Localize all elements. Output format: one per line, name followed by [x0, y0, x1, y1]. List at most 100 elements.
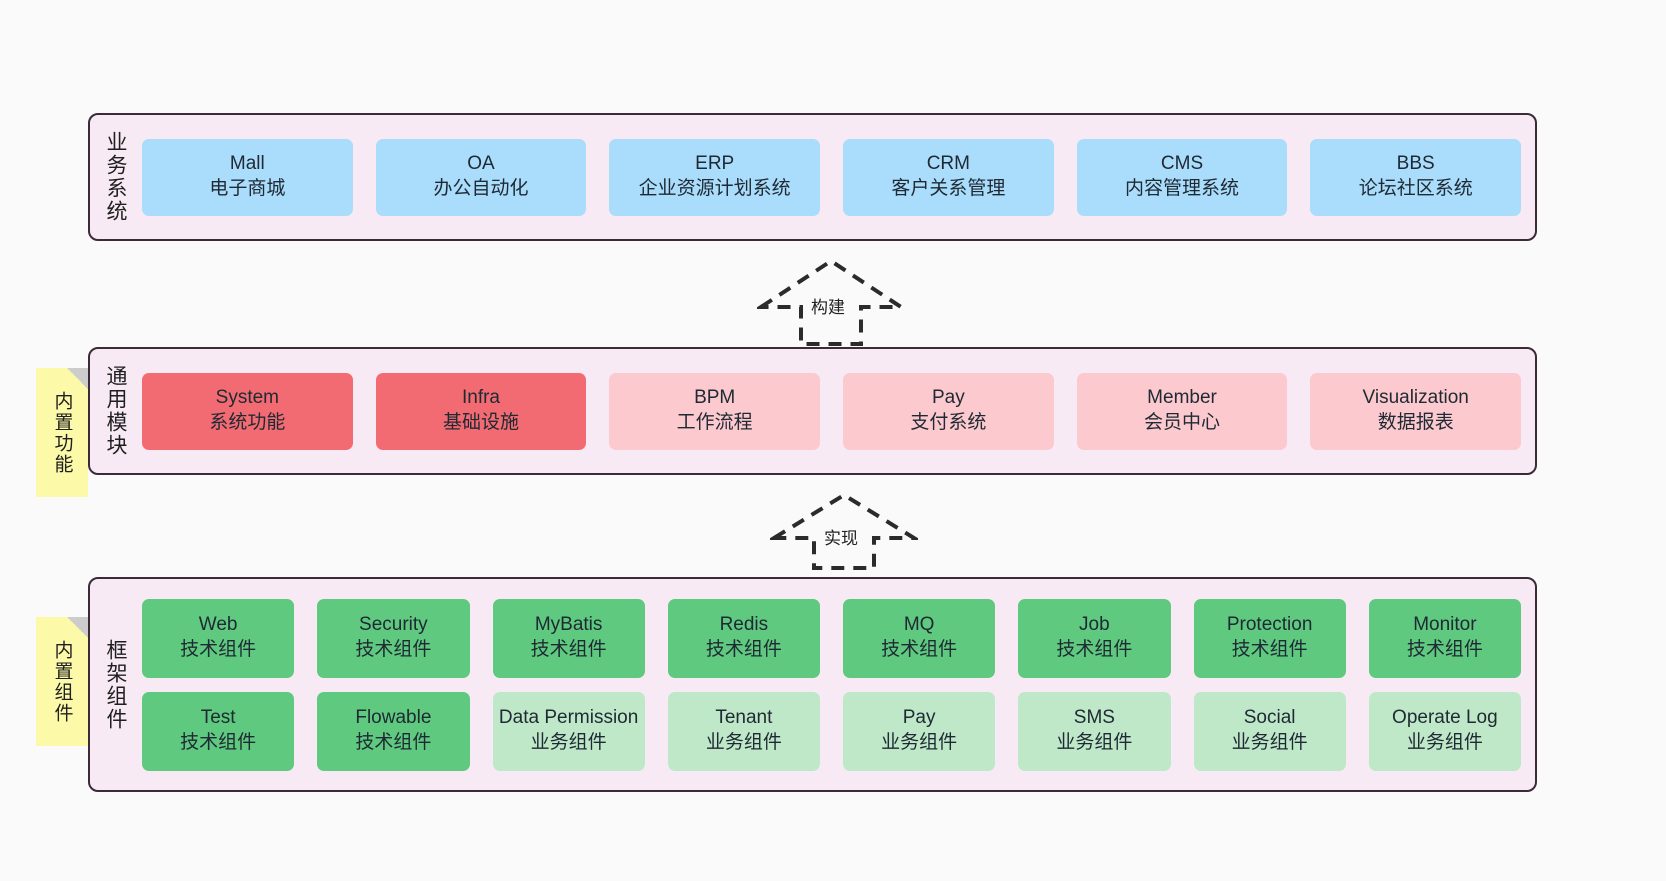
card-title: Visualization: [1362, 387, 1469, 409]
sticky-note-builtin-features: 内置功能: [36, 368, 88, 497]
card-title: MyBatis: [534, 614, 603, 636]
card-cms[interactable]: CMS 内容管理系统: [1076, 138, 1288, 216]
card-subtitle: 技术组件: [1406, 639, 1483, 660]
card-title: SMS: [1073, 707, 1115, 729]
card-protection[interactable]: Protection 技术组件: [1193, 598, 1346, 678]
layer-title-business-systems: 业务系统: [104, 131, 127, 223]
card-social[interactable]: Social 业务组件: [1193, 691, 1346, 771]
card-title: BPM: [694, 387, 736, 409]
card-title: Test: [200, 707, 236, 729]
layer-title-framework-components: 框架组件: [104, 638, 127, 731]
connector-build: 构建: [754, 255, 908, 348]
layer-title-common-modules: 通用模块: [104, 365, 127, 457]
card-title: Data Permission: [498, 707, 639, 729]
dashed-hollow-arrow-up-icon: [766, 492, 922, 570]
sticky-note-label: 内置功能: [51, 390, 73, 475]
card-system[interactable]: System 系统功能: [142, 372, 353, 450]
card-subtitle: 客户关系管理: [891, 178, 1006, 199]
card-operate-log[interactable]: Operate Log 业务组件: [1368, 691, 1521, 771]
card-title: Security: [359, 614, 428, 636]
card-web[interactable]: Web 技术组件: [142, 598, 295, 678]
card-security[interactable]: Security 技术组件: [317, 598, 470, 678]
card-title: Flowable: [355, 707, 432, 729]
card-subtitle: 业务组件: [1231, 732, 1308, 753]
card-subtitle: 技术组件: [1231, 639, 1308, 660]
card-subtitle: 电子商城: [209, 178, 286, 199]
card-infra[interactable]: Infra 基础设施: [375, 372, 587, 450]
card-title: Social: [1243, 707, 1296, 729]
card-title: Member: [1147, 387, 1217, 409]
dashed-hollow-arrow-up-icon: [754, 258, 908, 346]
card-data-permission[interactable]: Data Permission 业务组件: [492, 691, 645, 771]
card-visualization[interactable]: Visualization 数据报表: [1310, 372, 1522, 450]
card-title: System: [215, 387, 280, 409]
card-title: CMS: [1160, 153, 1204, 175]
card-member[interactable]: Member 会员中心: [1076, 372, 1288, 450]
card-title: Infra: [461, 387, 501, 409]
sticky-note-label: 内置组件: [51, 639, 73, 724]
card-subtitle: 技术组件: [705, 639, 782, 660]
card-subtitle: 业务组件: [1056, 732, 1133, 753]
card-subtitle: 技术组件: [355, 639, 432, 660]
card-subtitle: 业务组件: [1406, 732, 1483, 753]
card-subtitle: 论坛社区系统: [1358, 178, 1473, 199]
card-title: Web: [198, 614, 238, 636]
card-subtitle: 业务组件: [881, 732, 958, 753]
card-subtitle: 技术组件: [881, 639, 958, 660]
card-monitor[interactable]: Monitor 技术组件: [1368, 598, 1521, 678]
card-mybatis[interactable]: MyBatis 技术组件: [492, 598, 645, 678]
folded-corner-icon: [67, 617, 88, 638]
card-title: MQ: [903, 614, 935, 636]
card-title: Operate Log: [1392, 707, 1498, 729]
card-mall[interactable]: Mall 电子商城: [142, 138, 353, 216]
card-title: Tenant: [715, 707, 773, 729]
connector-build-label: 构建: [811, 298, 845, 317]
card-title: OA: [467, 153, 495, 175]
card-sms[interactable]: SMS 业务组件: [1018, 691, 1171, 771]
card-bpm[interactable]: BPM 工作流程: [609, 372, 821, 450]
connector-implement-label: 实现: [824, 529, 858, 548]
card-subtitle: 系统功能: [209, 412, 286, 433]
card-subtitle: 技术组件: [1056, 639, 1133, 660]
card-redis[interactable]: Redis 技术组件: [667, 598, 820, 678]
card-title: Monitor: [1413, 614, 1477, 636]
card-subtitle: 会员中心: [1144, 412, 1221, 433]
card-title: Job: [1079, 614, 1110, 636]
card-subtitle: 基础设施: [443, 412, 520, 433]
card-title: Pay: [931, 387, 965, 409]
card-title: Protection: [1226, 614, 1313, 636]
connector-implement: 实现: [766, 490, 922, 572]
card-mq[interactable]: MQ 技术组件: [843, 598, 996, 678]
card-title: Redis: [719, 614, 769, 636]
card-title: Mall: [229, 153, 265, 175]
card-subtitle: 内容管理系统: [1125, 178, 1240, 199]
card-subtitle: 技术组件: [180, 639, 257, 660]
card-subtitle: 技术组件: [530, 639, 607, 660]
card-subtitle: 数据报表: [1377, 412, 1454, 433]
card-oa[interactable]: OA 办公自动化: [375, 138, 587, 216]
card-subtitle: 办公自动化: [433, 178, 529, 199]
card-subtitle: 业务组件: [530, 732, 607, 753]
card-subtitle: 企业资源计划系统: [638, 178, 791, 199]
card-subtitle: 工作流程: [676, 412, 753, 433]
card-job[interactable]: Job 技术组件: [1018, 598, 1171, 678]
